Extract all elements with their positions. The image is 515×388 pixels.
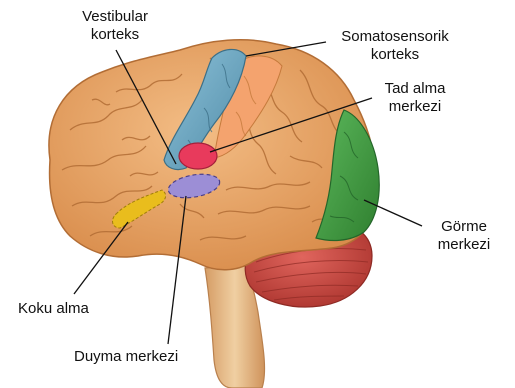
label-taste-line1: Tad alma xyxy=(370,80,460,98)
label-vestibular-line2: korteks xyxy=(60,26,170,44)
label-somatosensory-cortex: Somatosensorik korteks xyxy=(320,28,470,64)
label-taste-line2: merkezi xyxy=(370,98,460,116)
label-vision-center: Görme merkezi xyxy=(420,218,508,254)
label-somatosensory-line1: Somatosensorik xyxy=(320,28,470,46)
label-vestibular-cortex: Vestibular korteks xyxy=(60,8,170,44)
label-somatosensory-line2: korteks xyxy=(320,46,470,64)
label-hearing-line1: Duyma merkezi xyxy=(74,348,178,366)
label-taste-center: Tad alma merkezi xyxy=(370,80,460,116)
label-vision-line2: merkezi xyxy=(420,236,508,254)
label-vision-line1: Görme xyxy=(420,218,508,236)
label-hearing-center: Duyma merkezi xyxy=(74,348,178,366)
label-vestibular-line1: Vestibular xyxy=(60,8,170,26)
label-smell-line1: Koku alma xyxy=(18,300,89,318)
taste-center xyxy=(179,143,217,169)
label-smell-center: Koku alma xyxy=(18,300,89,318)
